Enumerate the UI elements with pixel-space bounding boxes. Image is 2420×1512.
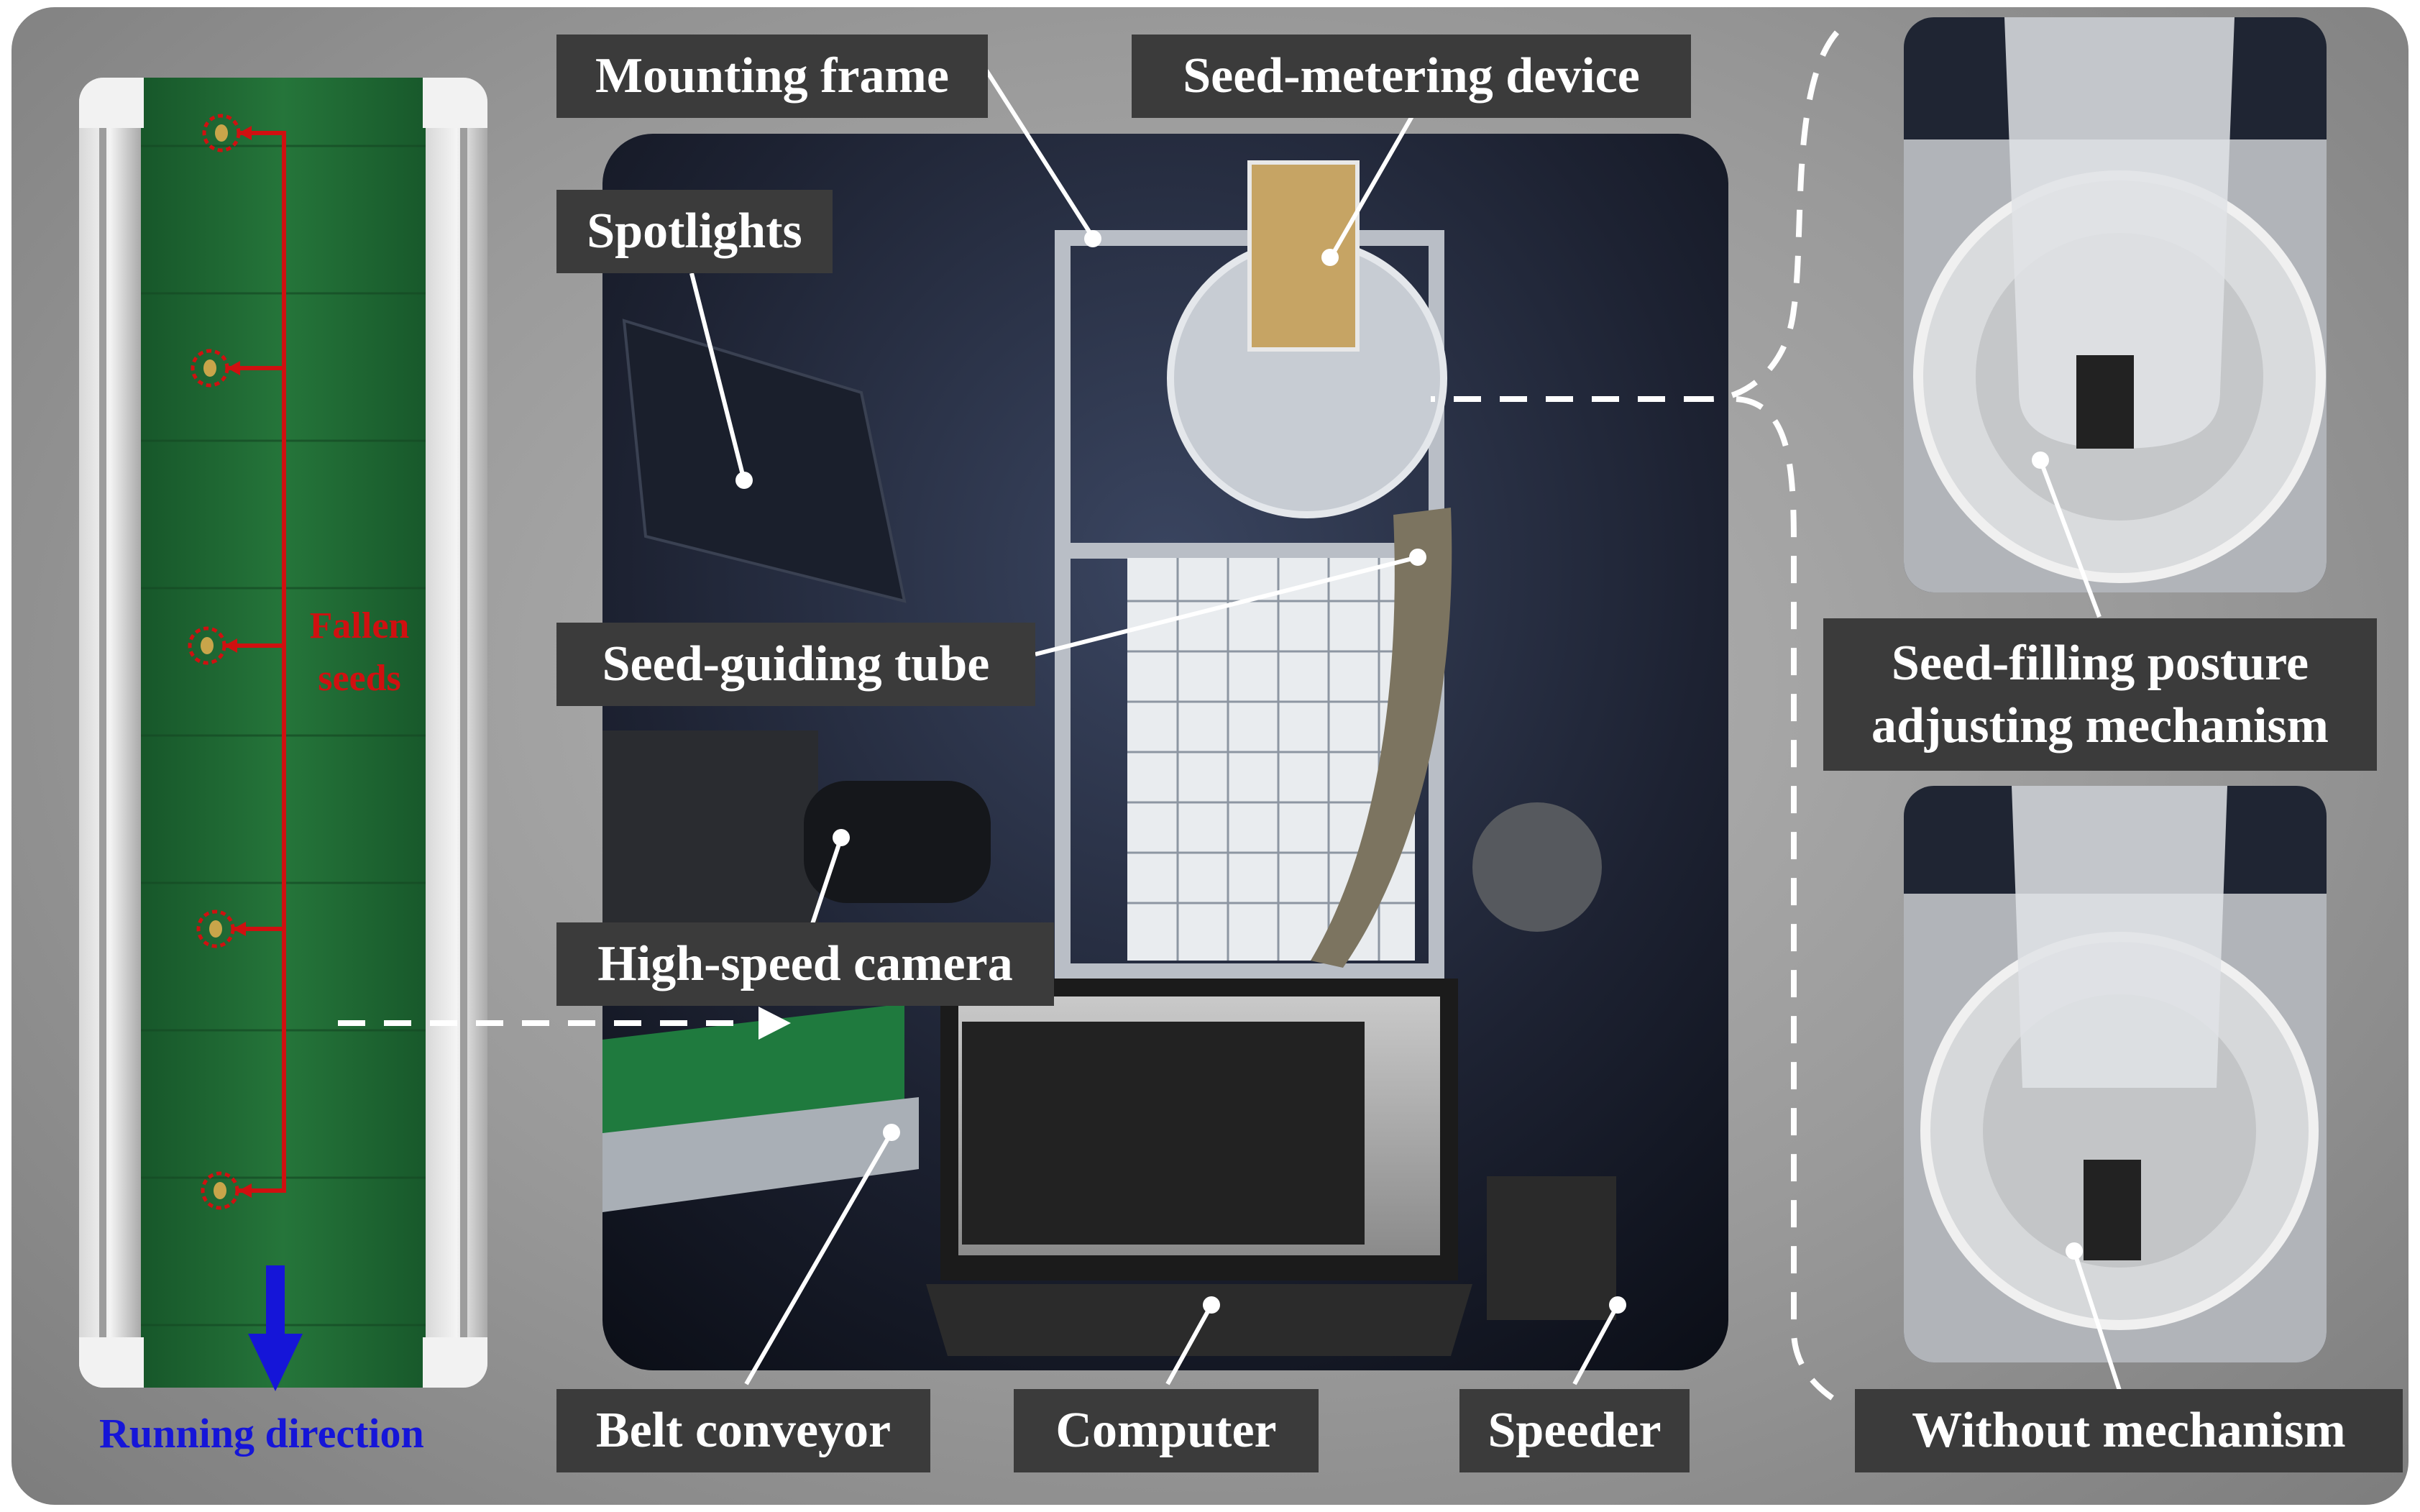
label-speeder: Speeder — [1459, 1389, 1690, 1472]
pointer-without — [2072, 1250, 2123, 1396]
pointer-mechanism — [2038, 459, 2102, 618]
label-seed-filling-mechanism: Seed-filling posture adjusting mechanism — [1823, 618, 2377, 771]
dashed-bracket-top — [1710, 30, 1840, 402]
pointer-mounting-frame — [984, 69, 1095, 239]
dashed-bracket-bottom — [1736, 396, 1846, 1408]
label-seed-guiding-tube: Seed-guiding tube — [556, 623, 1035, 706]
label-high-speed-camera: High-speed camera — [556, 922, 1054, 1006]
pointer-guide-tube — [1035, 555, 1418, 656]
pointer-spotlights — [689, 272, 746, 481]
fallen-seeds-line1: Fallen — [309, 605, 410, 646]
without-mechanism-photo — [1904, 786, 2327, 1362]
label-belt-conveyor: Belt conveyor — [556, 1389, 930, 1472]
test-bench-photo — [602, 134, 1728, 1370]
pointer-speeder — [1572, 1303, 1620, 1385]
pointer-computer — [1165, 1303, 1214, 1385]
label-without-mechanism: Without mechanism — [1855, 1389, 2403, 1472]
fallen-seeds-line2: seeds — [318, 657, 401, 699]
running-direction-label: Running direction — [99, 1410, 424, 1457]
label-seed-metering-device: Seed-metering device — [1132, 35, 1691, 118]
label-computer: Computer — [1014, 1389, 1319, 1472]
pointer-belt-conveyor — [744, 1131, 894, 1385]
fallen-seeds-label: Fallen seeds — [288, 600, 431, 705]
with-mechanism-photo — [1904, 17, 2327, 592]
label-spotlights: Spotlights — [556, 190, 833, 273]
pointer-camera — [807, 837, 843, 935]
label-mounting-frame: Mounting frame — [556, 35, 988, 118]
pointer-seed-metering — [1328, 114, 1415, 260]
